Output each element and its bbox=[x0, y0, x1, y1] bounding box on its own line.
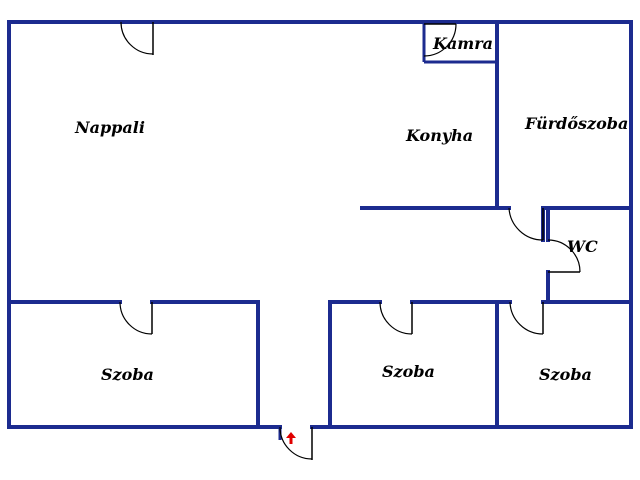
door-szoba3 bbox=[509, 301, 544, 335]
door-entrance bbox=[278, 426, 313, 460]
door-kamra bbox=[423, 23, 457, 57]
room-label-nappali: Nappali bbox=[74, 118, 145, 137]
door-wc bbox=[547, 239, 581, 273]
door-furdoszoba bbox=[508, 207, 544, 241]
room-label-kamra: Kamra bbox=[432, 34, 493, 53]
room-label-wc: WC bbox=[567, 237, 598, 256]
interior-walls bbox=[7, 20, 633, 429]
room-label-szoba1: Szoba bbox=[101, 365, 154, 384]
room-labels: Nappali Kamra Konyha Fürdőszoba WC Szoba… bbox=[74, 34, 628, 384]
door-szoba2 bbox=[379, 301, 413, 335]
door-nappali-top bbox=[120, 21, 154, 55]
room-label-furdoszoba: Fürdőszoba bbox=[524, 114, 628, 133]
room-label-szoba2: Szoba bbox=[382, 362, 435, 381]
room-label-szoba3: Szoba bbox=[539, 365, 592, 384]
up-arrow-icon bbox=[286, 432, 296, 444]
room-label-konyha: Konyha bbox=[405, 126, 473, 145]
doors bbox=[119, 21, 581, 460]
door-szoba1 bbox=[119, 301, 153, 335]
outer-walls bbox=[7, 20, 633, 429]
